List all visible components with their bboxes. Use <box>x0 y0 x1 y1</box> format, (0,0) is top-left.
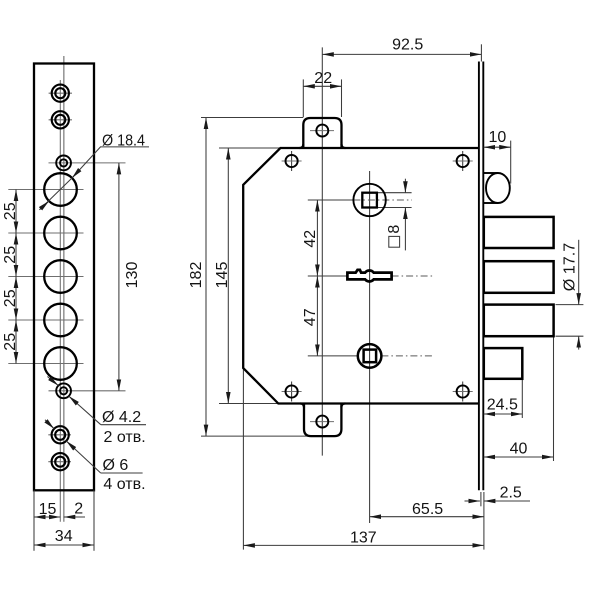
svg-text:2.5: 2.5 <box>500 485 522 502</box>
svg-text:25: 25 <box>2 333 19 351</box>
svg-text:47: 47 <box>302 308 319 326</box>
svg-text:4 отв.: 4 отв. <box>103 476 145 493</box>
svg-text:Ø 18.4: Ø 18.4 <box>102 132 145 149</box>
svg-text:22: 22 <box>314 70 332 87</box>
svg-text:137: 137 <box>350 530 377 547</box>
svg-text:15: 15 <box>39 501 57 518</box>
svg-text:130: 130 <box>124 262 141 289</box>
svg-text:182: 182 <box>188 262 205 289</box>
svg-text:Ø 4.2: Ø 4.2 <box>102 409 141 426</box>
svg-text:8: 8 <box>386 225 403 234</box>
svg-text:25: 25 <box>2 202 19 220</box>
svg-text:65.5: 65.5 <box>412 501 443 518</box>
svg-text:92.5: 92.5 <box>392 37 423 54</box>
svg-text:40: 40 <box>510 441 528 458</box>
svg-text:Ø 6: Ø 6 <box>103 457 129 474</box>
svg-text:24.5: 24.5 <box>487 397 518 414</box>
svg-text:25: 25 <box>2 246 19 264</box>
svg-text:34: 34 <box>55 528 73 545</box>
svg-text:10: 10 <box>489 129 507 146</box>
svg-text:25: 25 <box>2 289 19 307</box>
svg-text:42: 42 <box>302 230 319 248</box>
svg-text:2 отв.: 2 отв. <box>104 429 146 446</box>
svg-text:Ø 17.7: Ø 17.7 <box>561 243 578 292</box>
svg-text:145: 145 <box>214 262 231 289</box>
svg-text:2: 2 <box>74 501 83 518</box>
